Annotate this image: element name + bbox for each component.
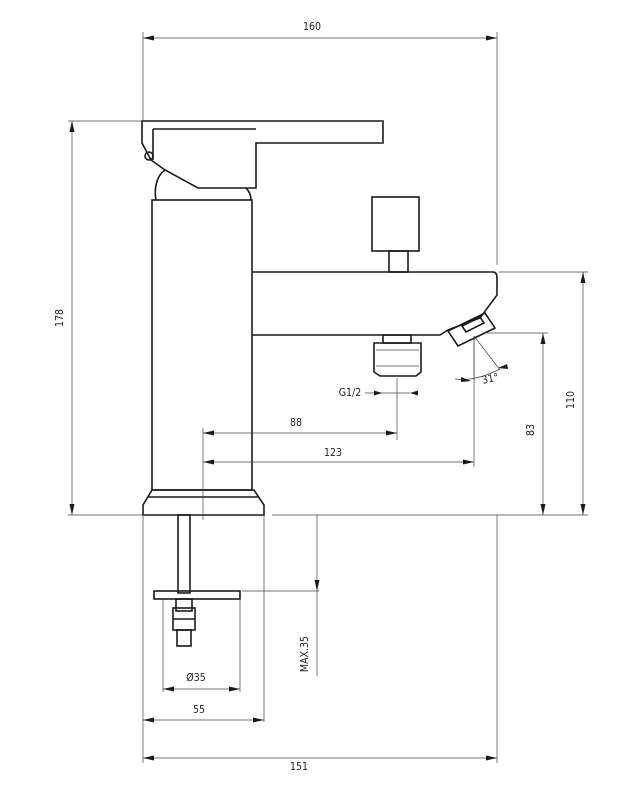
mounting-plate bbox=[153, 590, 241, 600]
cartridge-collar bbox=[154, 169, 252, 201]
dim-arc-spout-angle bbox=[454, 368, 501, 380]
aerator-inner bbox=[460, 315, 486, 334]
label-thread: G1/2 bbox=[339, 387, 362, 399]
diverter-knob bbox=[371, 196, 420, 252]
connector-collar bbox=[382, 334, 412, 344]
lever-handle bbox=[141, 120, 384, 189]
hose-connector bbox=[373, 342, 422, 377]
mounting-hardware bbox=[153, 514, 241, 647]
label-thread-offset: 88 bbox=[290, 417, 302, 429]
aerator bbox=[446, 311, 497, 348]
mixer-body bbox=[141, 120, 498, 516]
label-rod-diameter: Ø35 bbox=[186, 672, 205, 684]
label-max-deck: MAX.35 bbox=[299, 636, 311, 672]
threaded-rod bbox=[177, 514, 191, 594]
diverter-stem bbox=[388, 250, 409, 273]
body-column bbox=[151, 199, 253, 491]
label-spout-reach: 123 bbox=[324, 447, 342, 459]
label-outlet-height: 83 bbox=[525, 424, 537, 436]
washer bbox=[175, 598, 193, 612]
dimension-labels: 160 178 110 83 31° G1/2 88 123 MAX.35 Ø3… bbox=[54, 21, 577, 773]
label-base-width: 151 bbox=[290, 761, 308, 773]
extension-lines bbox=[68, 32, 588, 763]
label-body-diameter: 55 bbox=[193, 704, 205, 716]
handle-screw-icon bbox=[144, 151, 154, 161]
rod-end bbox=[176, 629, 192, 647]
label-spout-angle: 31° bbox=[481, 371, 500, 386]
dimension-lines bbox=[69, 35, 586, 763]
label-overall-width: 160 bbox=[303, 21, 321, 33]
label-spout-height: 110 bbox=[565, 391, 577, 409]
base-foot bbox=[142, 489, 265, 516]
label-height: 178 bbox=[54, 309, 66, 327]
